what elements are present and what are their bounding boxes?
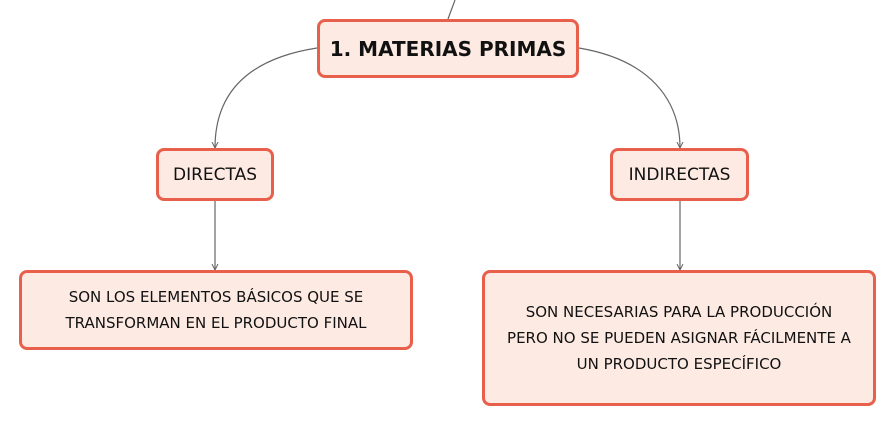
leaf-node-directas-text: SON LOS ELEMENTOS BÁSICOS QUE SE TRANSFO… xyxy=(65,284,366,336)
connector-root-directas xyxy=(215,47,318,148)
branch-node-directas-label: DIRECTAS xyxy=(172,164,257,185)
connector-incoming xyxy=(447,0,456,20)
leaf-node-indirectas[interactable]: SON NECESARIAS PARA LA PRODUCCIÓN PERO N… xyxy=(482,270,876,406)
branch-node-directas[interactable]: DIRECTAS xyxy=(156,148,274,201)
branch-node-indirectas[interactable]: INDIRECTAS xyxy=(610,148,749,201)
leaf-text-line: UN PRODUCTO ESPECÍFICO xyxy=(576,355,782,373)
leaf-text-line: PERO NO SE PUEDEN ASIGNAR FÁCILMENTE A xyxy=(507,329,851,347)
leaf-node-directas[interactable]: SON LOS ELEMENTOS BÁSICOS QUE SE TRANSFO… xyxy=(19,270,413,350)
connector-root-indirectas xyxy=(578,47,680,148)
branch-node-indirectas-label: INDIRECTAS xyxy=(628,164,731,185)
root-node-label: 1. MATERIAS PRIMAS xyxy=(329,36,567,61)
root-node[interactable]: 1. MATERIAS PRIMAS xyxy=(317,19,579,78)
leaf-node-indirectas-text: SON NECESARIAS PARA LA PRODUCCIÓN PERO N… xyxy=(507,299,851,377)
leaf-text-line: SON LOS ELEMENTOS BÁSICOS QUE SE xyxy=(68,288,364,306)
leaf-text-line: SON NECESARIAS PARA LA PRODUCCIÓN xyxy=(525,303,833,321)
leaf-text-line: TRANSFORMAN EN EL PRODUCTO FINAL xyxy=(65,314,367,332)
